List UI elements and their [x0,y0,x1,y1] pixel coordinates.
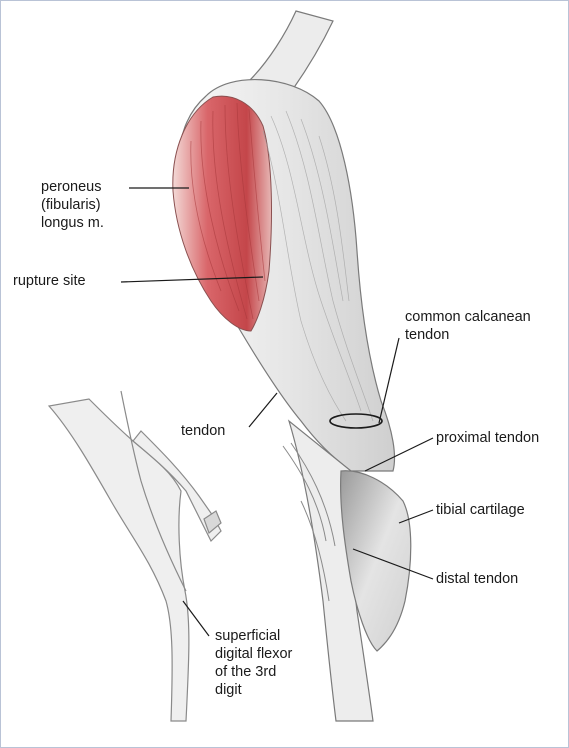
label-proximal-tendon: proximal tendon [436,429,539,447]
label-superficial-flexor: superficial digital flexor of the 3rd di… [215,627,292,699]
leader-tendon [249,393,277,427]
label-tendon: tendon [181,422,225,440]
label-rupture-site: rupture site [13,272,86,290]
label-peroneus: peroneus (fibularis) longus m. [41,178,104,232]
label-tibial-cartilage: tibial cartilage [436,501,525,519]
leader-common-calcanean [379,338,399,423]
label-distal-tendon: distal tendon [436,570,518,588]
label-common-calcanean: common calcanean tendon [405,308,531,344]
peroneus-muscle [173,96,272,331]
top-tendon-stub [249,11,333,89]
digit-flexor-illustration [49,391,221,721]
